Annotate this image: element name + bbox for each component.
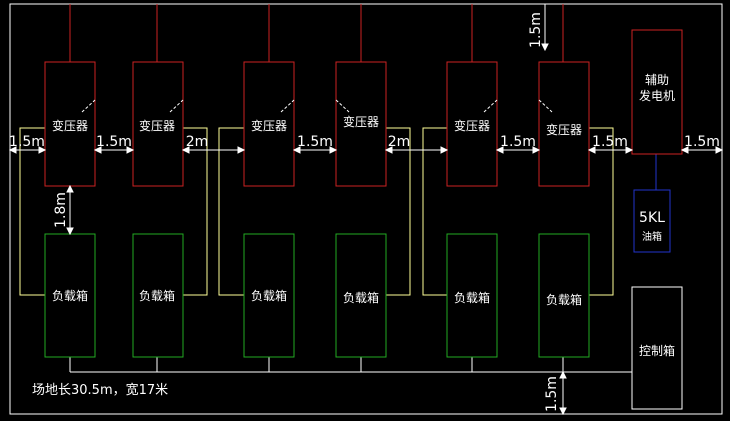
load-box-label: 负载箱 — [546, 292, 582, 307]
dim-top: 1.5m — [528, 12, 544, 48]
load-box-label: 负载箱 — [139, 288, 175, 303]
dim-vertical: 1.8m — [53, 192, 69, 228]
load-box: 负载箱 — [538, 233, 590, 358]
load-box: 负载箱 — [335, 233, 387, 358]
dim-gap-2: 2m — [186, 134, 209, 150]
site-size-note: 场地长30.5m，宽17米 — [32, 382, 168, 398]
site-boundary — [9, 3, 723, 415]
dim-left-edge: 1.5m — [9, 134, 45, 150]
transformer-label: 变压器 — [52, 118, 88, 133]
bottom-bus — [69, 357, 632, 373]
oil-tank: 5KL 油箱 — [633, 189, 671, 253]
dim-gap-6: 1.5m — [592, 134, 628, 150]
control-box: 控制箱 — [631, 286, 683, 410]
oil-tank-label: 油箱 — [642, 230, 662, 243]
transformer: 变压器 — [446, 61, 498, 187]
supply-lines — [69, 4, 564, 62]
transformer-label: 变压器 — [139, 118, 175, 133]
transformer: 变压器 — [335, 61, 387, 187]
dim-right-edge: 1.5m — [684, 134, 720, 150]
dim-gap-1: 1.5m — [96, 134, 132, 150]
load-box-label: 负载箱 — [454, 290, 490, 305]
generator-label-line2: 发电机 — [639, 88, 675, 103]
transformer: 变压器 — [44, 61, 96, 187]
transformer: 变压器 — [132, 61, 184, 187]
control-box-label: 控制箱 — [639, 343, 675, 358]
load-box: 负载箱 — [243, 233, 295, 358]
oil-tank-capacity: 5KL — [639, 210, 665, 226]
dim-gap-3: 1.5m — [297, 134, 333, 150]
load-box-label: 负载箱 — [343, 290, 379, 305]
load-box: 负载箱 — [132, 233, 184, 358]
transformer-label: 变压器 — [251, 118, 287, 133]
load-box: 负载箱 — [446, 233, 498, 358]
transformer: 变压器 — [243, 61, 295, 187]
auxiliary-generator: 辅助 发电机 — [631, 29, 683, 155]
load-box-label: 负载箱 — [251, 288, 287, 303]
load-box-label: 负载箱 — [52, 288, 88, 303]
dim-gap-4: 2m — [388, 134, 411, 150]
dimension-arrows — [8, 4, 724, 416]
load-box: 负载箱 — [44, 233, 96, 358]
dim-bottom: 1.5m — [544, 376, 560, 412]
transformer-label: 变压器 — [454, 118, 490, 133]
transformer-label: 变压器 — [343, 114, 379, 129]
generator-label-line1: 辅助 — [645, 73, 669, 87]
wiring-loops — [19, 127, 614, 296]
dim-gap-5: 1.5m — [500, 134, 536, 150]
transformer-label: 变压器 — [546, 122, 582, 137]
transformer: 变压器 — [538, 61, 590, 187]
